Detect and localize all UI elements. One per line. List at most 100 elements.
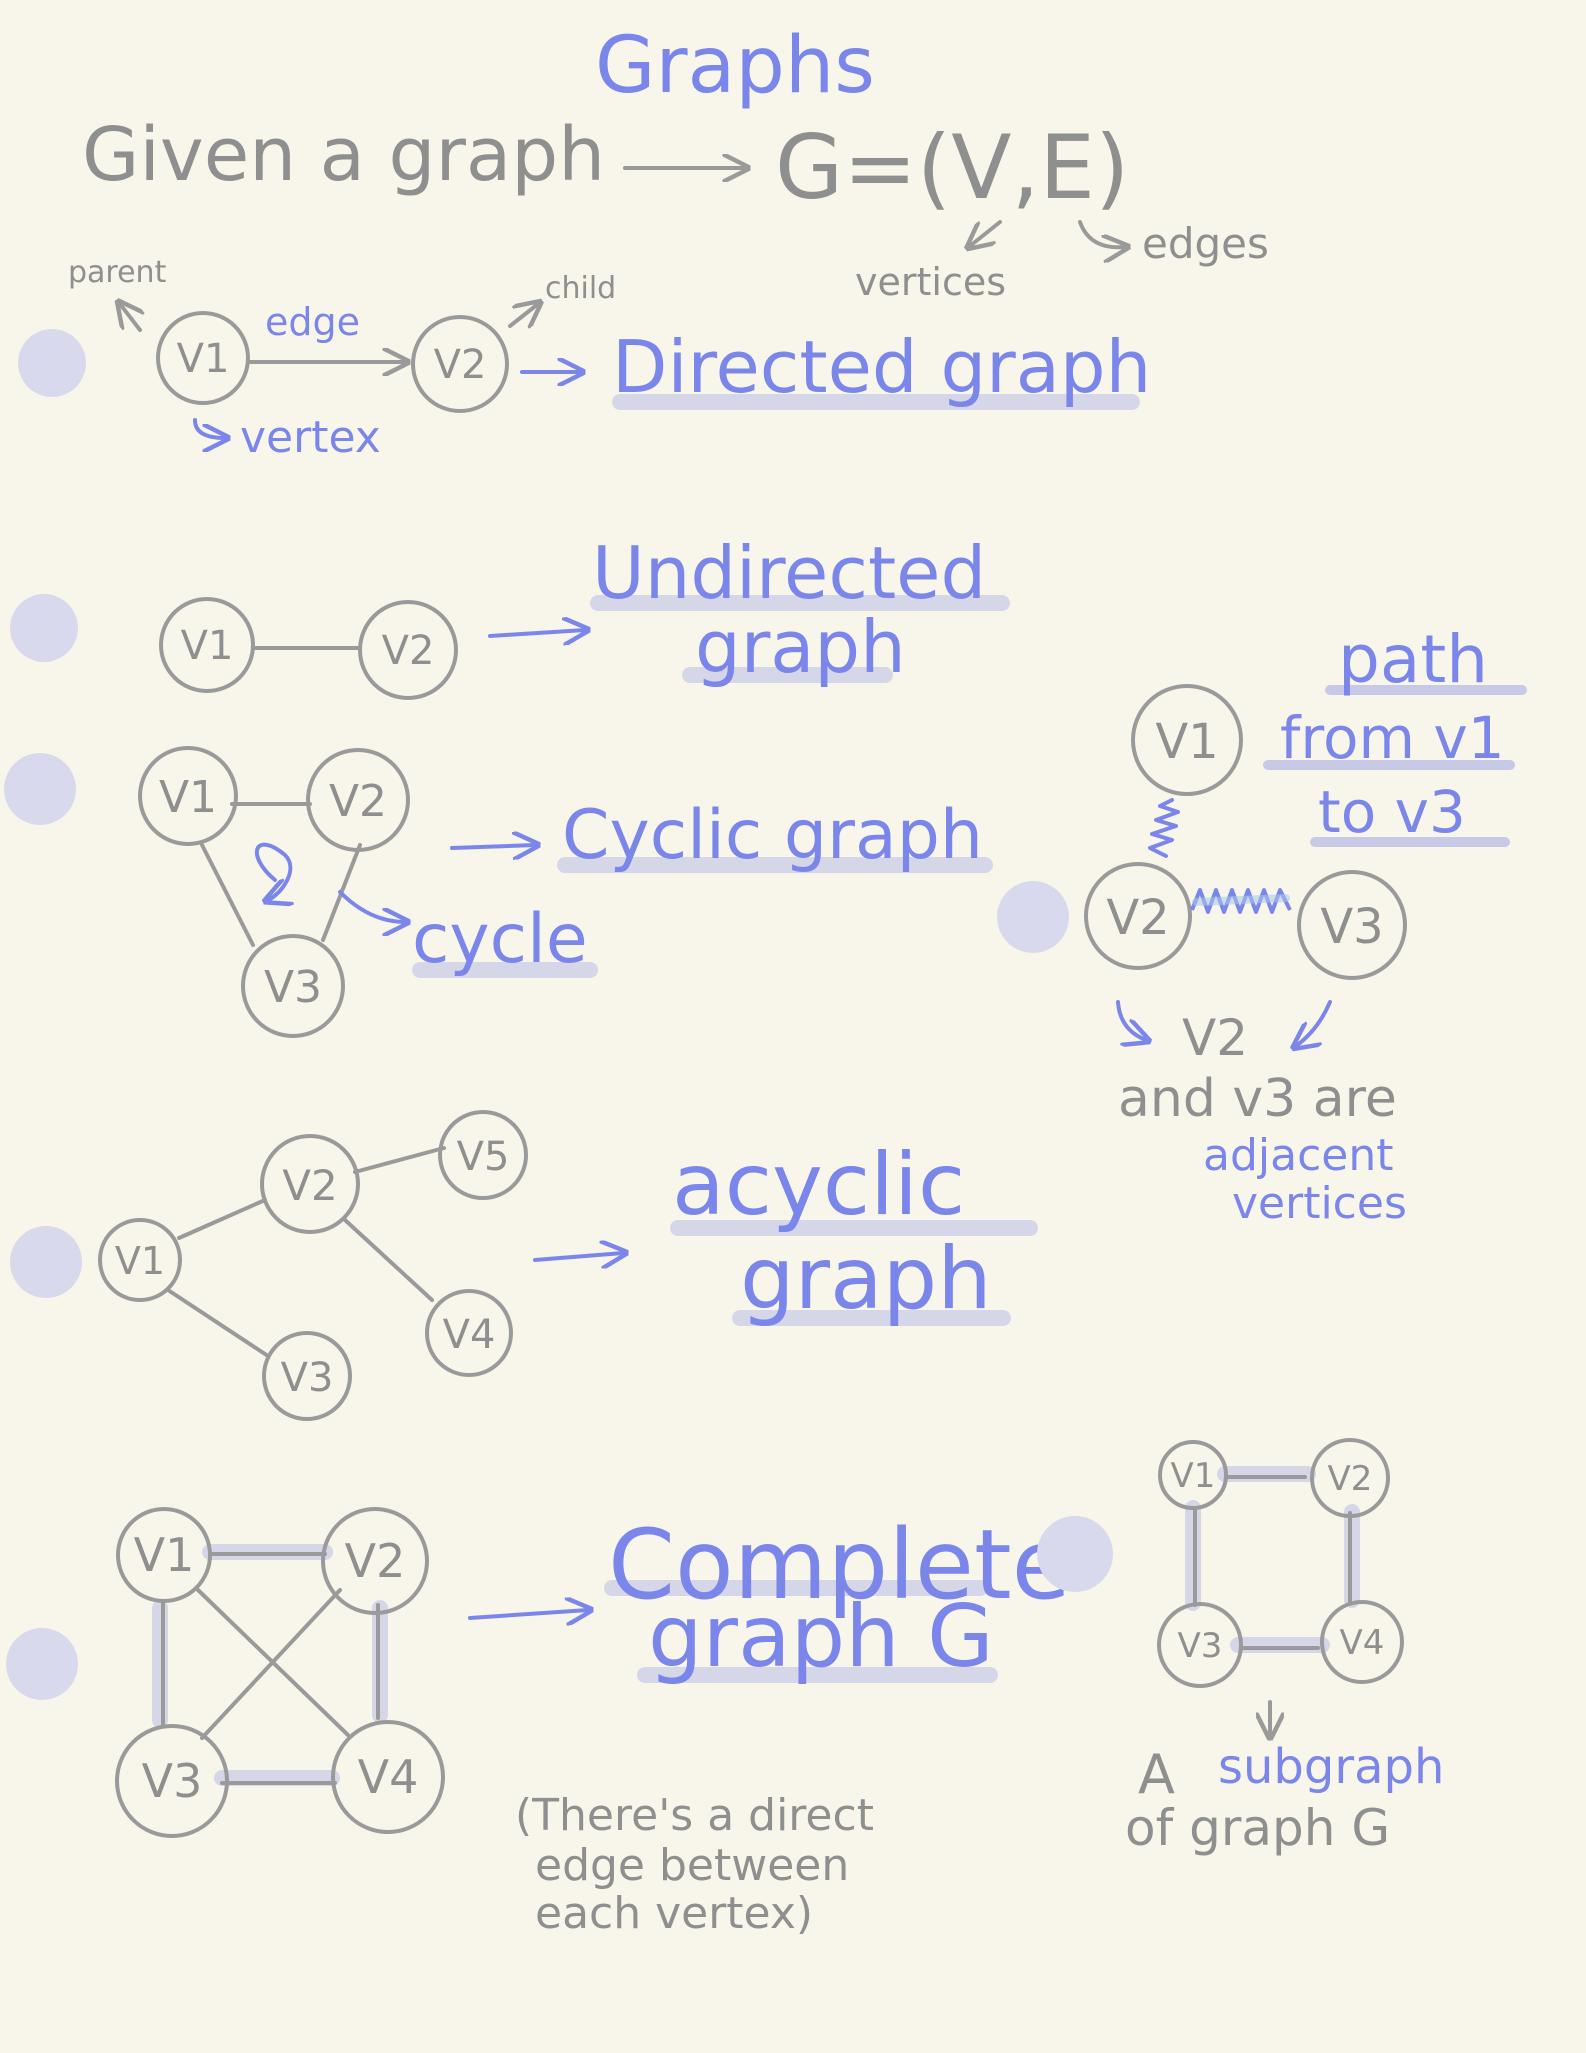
path-edge-v2-v3 xyxy=(1190,888,1292,914)
svg-text:V1: V1 xyxy=(134,1528,195,1582)
svg-text:V2: V2 xyxy=(1106,890,1169,946)
acyclic-label-line2: graph xyxy=(740,1229,992,1329)
bullet-acyclic xyxy=(10,1226,82,1298)
complete-node-v1: V1 xyxy=(116,1507,212,1603)
vertex-arrow xyxy=(193,418,225,438)
acyclic-node-v3: V3 xyxy=(262,1331,352,1421)
acyclic-arrow xyxy=(533,1253,623,1260)
complete-note-line1: (There's a direct xyxy=(515,1790,874,1841)
svg-text:V3: V3 xyxy=(1320,899,1383,955)
acyclic-node-v1: V1 xyxy=(98,1218,182,1302)
svg-text:V1: V1 xyxy=(177,336,230,382)
path-label-line2: from v1 xyxy=(1280,704,1505,772)
cycle-arrow xyxy=(338,890,405,922)
cyclic-node-v3: V3 xyxy=(241,934,345,1038)
complete-note-line3: each vertex) xyxy=(535,1888,813,1939)
acyclic-node-v4: V4 xyxy=(425,1289,513,1377)
path-node-v3: V3 xyxy=(1297,870,1407,980)
bullet-undirected xyxy=(10,594,78,662)
vertices-note: vertices xyxy=(855,260,1006,304)
complete-node-v3: V3 xyxy=(115,1724,229,1838)
acyclic-edge-v2-v5 xyxy=(353,1146,446,1174)
svg-text:V3: V3 xyxy=(264,962,322,1013)
cyclic-label: Cyclic graph xyxy=(562,796,983,875)
svg-text:V2: V2 xyxy=(282,1161,337,1210)
acyclic-node-v2: V2 xyxy=(260,1134,360,1234)
path-note-line2: and v3 are xyxy=(1118,1069,1397,1129)
svg-text:V3: V3 xyxy=(1178,1626,1223,1666)
subgraph-note-a: A xyxy=(1138,1743,1175,1806)
bullet-subgraph xyxy=(1037,1516,1113,1592)
complete-node-v2: V2 xyxy=(321,1507,429,1615)
acyclic-edge-v2-v4 xyxy=(343,1218,434,1302)
adjacent-arrow-right xyxy=(1296,1000,1332,1046)
path-node-v1: V1 xyxy=(1131,684,1243,796)
svg-text:V4: V4 xyxy=(358,1750,419,1804)
svg-text:V3: V3 xyxy=(142,1754,203,1808)
svg-text:V1: V1 xyxy=(181,623,234,669)
child-arrow xyxy=(508,304,538,326)
path-label-line3: to v3 xyxy=(1318,778,1466,846)
path-edge-v1-v2 xyxy=(1148,798,1180,858)
path-node-v2: V2 xyxy=(1084,862,1192,970)
complete-arrow xyxy=(468,1610,588,1618)
path-note-line4: vertices xyxy=(1232,1178,1407,1229)
undirected-arrow xyxy=(488,630,585,636)
vertices-arrow xyxy=(970,220,1002,246)
parent-note: parent xyxy=(68,255,167,290)
svg-text:V2: V2 xyxy=(329,776,387,827)
acyclic-edge-v1-v3 xyxy=(166,1288,270,1358)
acyclic-edge-v1-v2 xyxy=(177,1198,267,1240)
bullet-path xyxy=(997,881,1069,953)
subgraph-node-v3: V3 xyxy=(1157,1602,1243,1688)
path-edge-glow xyxy=(1192,894,1290,906)
svg-text:V4: V4 xyxy=(1340,1623,1385,1663)
vertex-note: vertex xyxy=(240,412,381,463)
edges-note: edges xyxy=(1142,219,1269,268)
edge-note: edge xyxy=(265,300,360,344)
complete-node-v4: V4 xyxy=(331,1720,445,1834)
acyclic-node-v5: V5 xyxy=(438,1110,528,1200)
svg-text:V1: V1 xyxy=(1171,1456,1216,1496)
subgraph-note-line2: of graph G xyxy=(1125,1799,1390,1857)
cyclic-node-v1: V1 xyxy=(138,746,238,846)
svg-text:V2: V2 xyxy=(434,342,487,388)
cyclic-node-v2: V2 xyxy=(306,748,410,852)
acyclic-label-line1: acyclic xyxy=(672,1135,965,1235)
svg-text:V2: V2 xyxy=(382,628,435,674)
subgraph-node-v4: V4 xyxy=(1320,1600,1404,1684)
undirected-node-v2: V2 xyxy=(358,600,458,700)
bullet-cyclic xyxy=(4,753,76,825)
edges-arrow xyxy=(1078,220,1125,247)
child-note: child xyxy=(545,271,616,306)
undirected-node-v1: V1 xyxy=(159,597,255,693)
path-note-line3: adjacent xyxy=(1203,1130,1393,1181)
bullet-directed xyxy=(18,329,86,397)
complete-note-line2: edge between xyxy=(535,1840,849,1891)
cyclic-edge-v1-v3 xyxy=(200,843,255,947)
directed-node-v2: V2 xyxy=(411,315,509,413)
graph-formula: G=(V,E) xyxy=(775,116,1129,219)
svg-text:V1: V1 xyxy=(1155,714,1218,770)
cycle-loop-arrow xyxy=(255,842,290,900)
directed-label: Directed graph xyxy=(612,325,1151,409)
undirected-label-line2: graph xyxy=(695,605,906,689)
bullet-complete xyxy=(6,1628,78,1700)
directed-node-v1: V1 xyxy=(156,311,250,405)
svg-text:V5: V5 xyxy=(457,1134,510,1180)
undirected-label-line1: Undirected xyxy=(592,531,986,615)
complete-label-line2: graph G xyxy=(648,1587,994,1687)
svg-text:V1: V1 xyxy=(115,1239,165,1283)
cyclic-arrow xyxy=(450,845,535,848)
intro-text: Given a graph xyxy=(82,112,605,198)
subgraph-node-v1: V1 xyxy=(1158,1440,1228,1510)
complete-edge-v2-v3 xyxy=(200,1588,342,1740)
svg-text:V2: V2 xyxy=(1328,1459,1373,1499)
path-note-line1: V2 xyxy=(1182,1009,1248,1067)
svg-text:V2: V2 xyxy=(345,1534,406,1588)
svg-text:V1: V1 xyxy=(159,772,217,823)
cycle-note: cycle xyxy=(412,900,588,979)
svg-text:V4: V4 xyxy=(443,1312,496,1358)
path-label-line1: path xyxy=(1338,621,1488,698)
